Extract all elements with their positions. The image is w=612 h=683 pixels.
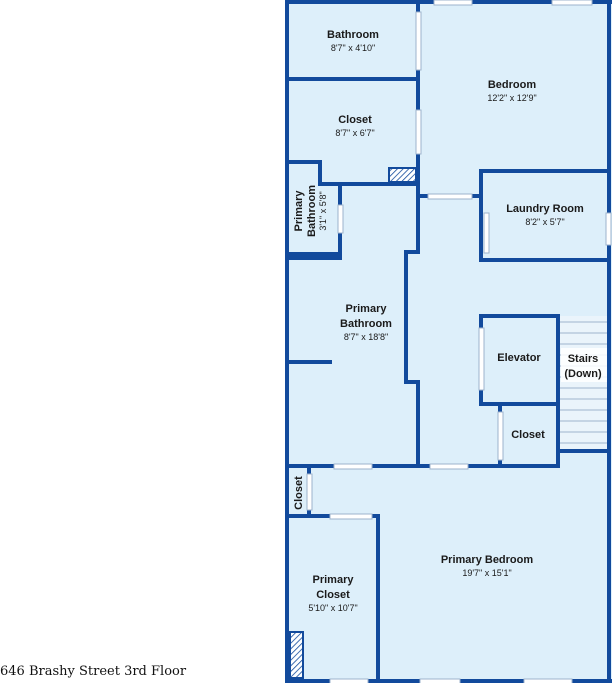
- hatched-shaft-top: [388, 167, 417, 183]
- room-name-line1: Primary: [313, 574, 355, 586]
- room-primary-bathroom: Primary Bathroom 8'7" x 18'8": [340, 303, 392, 342]
- room-dimensions: 3'1" x 5'8": [318, 191, 328, 230]
- room-name: Bathroom: [327, 29, 379, 41]
- room-name-line2: (Down): [564, 368, 602, 380]
- room-name: Closet: [511, 429, 545, 441]
- room-name-line2: Bathroom: [340, 318, 392, 330]
- room-name: Elevator: [497, 352, 541, 364]
- room-bedroom: Bedroom 12'2" x 12'9": [487, 79, 536, 103]
- room-name: Closet: [338, 114, 372, 126]
- room-dimensions: 19'7" x 15'1": [462, 568, 511, 578]
- room-name-line2: Closet: [316, 589, 350, 601]
- room-closet-mid: Closet: [511, 429, 545, 441]
- room-name: Laundry Room: [506, 203, 584, 215]
- room-dimensions: 8'7" x 6'7": [335, 128, 374, 138]
- room-dimensions: 12'2" x 12'9": [487, 93, 536, 103]
- room-primary-closet: Primary Closet 5'10" x 10'7": [308, 574, 357, 613]
- room-bathroom: Bathroom 8'7" x 4'10": [327, 29, 379, 53]
- room-elevator: Elevator: [497, 352, 541, 364]
- room-dimensions: 8'7" x 4'10": [331, 43, 375, 53]
- room-primary-bathroom-small: Primary Bathroom 3'1" x 5'8": [293, 185, 328, 237]
- room-name-line2: Bathroom: [306, 185, 318, 237]
- room-name-line1: Primary: [293, 190, 305, 232]
- room-laundry: Laundry Room 8'2" x 5'7": [506, 203, 584, 227]
- room-name: Primary Bedroom: [441, 554, 534, 566]
- room-name: Closet: [293, 476, 305, 510]
- room-dimensions: 8'7" x 18'8": [344, 332, 388, 342]
- room-dimensions: 8'2" x 5'7": [525, 217, 564, 227]
- room-closet-top: Closet 8'7" x 6'7": [335, 114, 374, 138]
- stair-treads: [558, 316, 607, 451]
- room-name: Bedroom: [488, 79, 537, 91]
- hatched-shaft-bottom: [289, 631, 304, 679]
- room-stairs: Stairs (Down): [561, 348, 607, 382]
- room-dimensions: 5'10" x 10'7": [308, 603, 357, 613]
- room-closet-small: Closet: [293, 476, 305, 510]
- room-name-line1: Stairs: [568, 353, 599, 365]
- floor-caption: 646 Brashy Street 3rd Floor: [0, 664, 187, 679]
- openings: [306, 0, 612, 683]
- room-primary-bedroom: Primary Bedroom 19'7" x 15'1": [441, 554, 534, 578]
- room-name-line1: Primary: [346, 303, 388, 315]
